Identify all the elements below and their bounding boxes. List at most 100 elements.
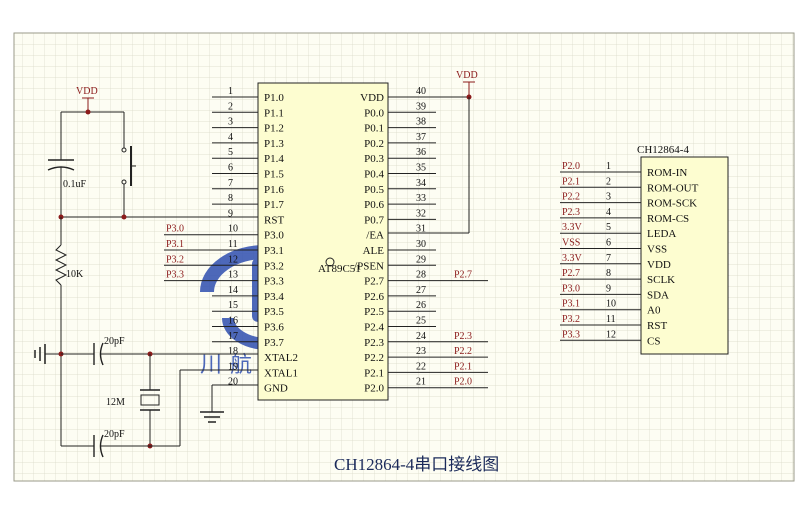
mcu-pin-name: P1.2 <box>264 123 284 135</box>
mcu-pin-name: P2.7 <box>364 276 384 288</box>
mcu-pin-name: P1.7 <box>264 199 284 211</box>
mcu-pin-name: P0.1 <box>364 123 384 135</box>
mcu-pin-number: 24 <box>416 331 426 342</box>
mcu-net-label: P2.0 <box>454 377 472 388</box>
lcd-net-label: P2.7 <box>562 268 580 279</box>
mcu-pin-number: 40 <box>416 86 426 97</box>
mcu-pin-number: 34 <box>416 178 426 189</box>
crystal-label: 12M <box>106 397 125 408</box>
mcu-pin-left-1: 1P1.0 <box>212 86 284 104</box>
mcu-pin-name: P3.5 <box>264 306 284 318</box>
lcd-pin-name: LEDA <box>647 228 676 240</box>
mcu-pin-right-31: 31/EA <box>366 224 426 242</box>
mcu-pin-number: 37 <box>416 132 426 143</box>
capacitor-bottom-20pf <box>61 369 258 458</box>
mcu-pin-name: P2.5 <box>364 306 384 318</box>
mcu-pin-number: 15 <box>228 300 238 311</box>
mcu-pin-number: 5 <box>228 147 233 158</box>
mcu-pin-left-8: 8P1.7 <box>212 193 284 211</box>
resistor-label: 10K <box>66 269 84 280</box>
mcu-pin-name: P2.0 <box>364 383 384 395</box>
lcd-net-label: P2.2 <box>562 192 580 203</box>
mcu-pin-name: P1.4 <box>264 153 284 165</box>
mcu-pin-name: RST <box>264 214 284 226</box>
lcd-pin-number: 1 <box>606 161 611 172</box>
vdd-label-right: VDD <box>456 70 478 81</box>
mcu-pin-name: VDD <box>360 92 384 104</box>
mcu-pin-name: P0.7 <box>364 214 384 226</box>
lcd-pin-number: 4 <box>606 207 611 218</box>
lcd-pin-number: 7 <box>606 253 611 264</box>
lcd-net-label: P2.3 <box>562 207 580 218</box>
mcu-pin-name: P3.0 <box>264 230 284 242</box>
mcu-pin-number: 35 <box>416 163 426 174</box>
lcd-net-label: P3.3 <box>562 329 580 340</box>
mcu-net-label: P2.3 <box>454 331 472 342</box>
lcd-net-label: P2.1 <box>562 176 580 187</box>
lcd-pin-name: ROM-CS <box>647 213 689 225</box>
mcu-pin-number: 16 <box>228 316 238 327</box>
mcu-pin-name: P0.3 <box>364 153 384 165</box>
lcd-pin-number: 5 <box>606 222 611 233</box>
mcu-pin-name: P0.2 <box>364 138 384 150</box>
mcu-pin-name: P1.1 <box>264 107 284 119</box>
lcd-pin-number: 10 <box>606 299 616 310</box>
mcu-pin-name: P2.2 <box>364 352 384 364</box>
ground-symbol-left <box>34 344 61 364</box>
lcd-pin-name: RST <box>647 320 667 332</box>
capacitor-bottom-label: 20pF <box>104 429 125 440</box>
mcu-pin-number: 19 <box>228 361 238 372</box>
lcd-net-label: 3.3V <box>562 253 583 264</box>
lcd-pin-name: CS <box>647 335 660 347</box>
mcu-pin-name: GND <box>264 383 288 395</box>
mcu-pin-name: P1.0 <box>264 92 284 104</box>
ground-symbol-mcu <box>200 384 258 423</box>
mcu-net-label: P2.2 <box>454 346 472 357</box>
mcu-pin-left-6: 6P1.5 <box>212 163 284 181</box>
mcu-pin-number: 28 <box>416 270 426 281</box>
mcu-pin-name: P1.5 <box>264 169 284 181</box>
mcu-pin-name: P0.4 <box>364 169 384 181</box>
mcu-pin-number: 33 <box>416 193 426 204</box>
capacitor-reset-label: 0.1uF <box>63 179 87 190</box>
mcu-pin-left-3: 3P1.2 <box>212 117 284 135</box>
mcu-pin-number: 10 <box>228 224 238 235</box>
mcu-pin-number: 38 <box>416 117 426 128</box>
mcu-pin-number: 25 <box>416 316 426 327</box>
mcu-pin-name: P0.6 <box>364 199 384 211</box>
mcu-pin-number: 36 <box>416 147 426 158</box>
mcu-pin-name: P2.3 <box>364 337 384 349</box>
reset-button-switch <box>121 112 136 217</box>
lcd-net-label: VSS <box>562 238 580 249</box>
mcu-net-label: P3.3 <box>166 270 184 281</box>
lcd-body <box>640 156 729 355</box>
lcd-pin-name: SCLK <box>647 274 675 286</box>
mcu-pin-number: 32 <box>416 208 426 219</box>
lcd-pin-name: SDA <box>647 289 669 301</box>
lcd-pin-number: 9 <box>606 283 611 294</box>
mcu-pin-number: 39 <box>416 101 426 112</box>
mcu-pin-name: P3.7 <box>264 337 284 349</box>
mcu-pin-name: P3.3 <box>264 276 284 288</box>
lcd-pin-number: 11 <box>606 314 616 325</box>
mcu-net-label: P2.7 <box>454 270 472 281</box>
resistor-10k <box>54 217 68 446</box>
mcu-pin-number: 17 <box>228 331 238 342</box>
mcu-pin-number: 4 <box>228 132 233 143</box>
